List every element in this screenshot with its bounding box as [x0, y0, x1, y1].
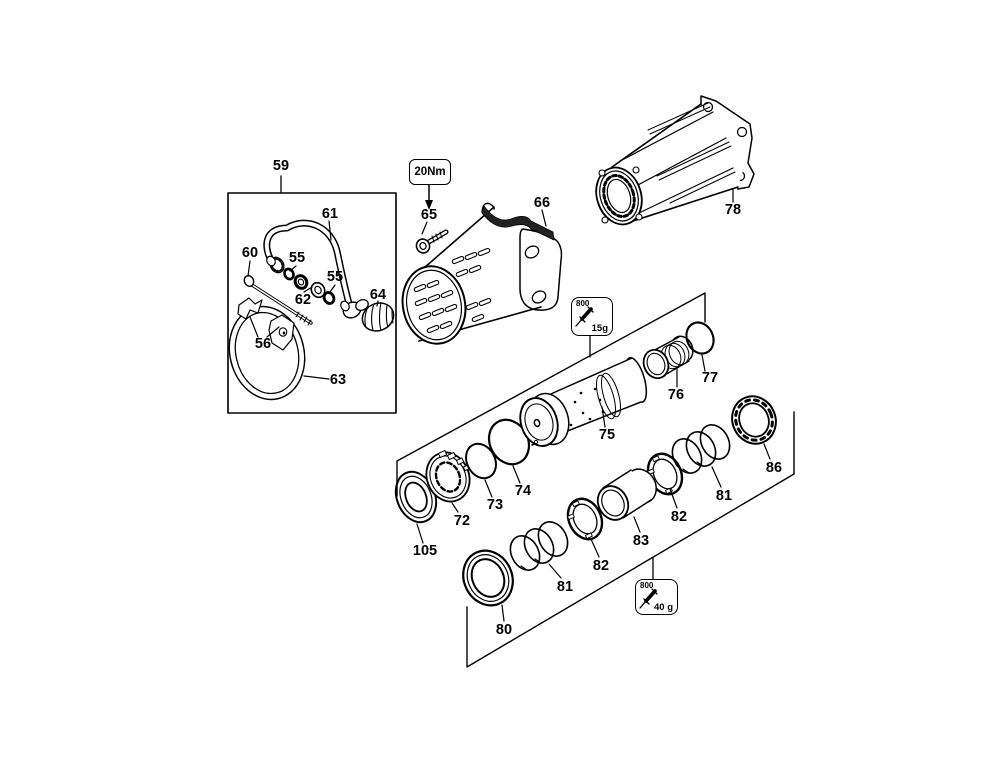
part-callout-64: 64 — [369, 287, 387, 303]
leader-83 — [633, 516, 641, 533]
washer-stack-drawing — [283, 265, 336, 305]
leader-72 — [451, 502, 459, 513]
leader-81-left — [548, 563, 562, 579]
part-callout-82l: 82 — [592, 558, 610, 574]
leader-74 — [512, 465, 521, 484]
part-callout-55b: 55 — [326, 269, 344, 285]
handle-bow-drawing — [263, 219, 362, 319]
leader-55b — [329, 284, 336, 293]
handle-knob-drawing — [355, 298, 395, 332]
handle-assembly-box — [227, 175, 397, 414]
leader-86 — [763, 443, 771, 460]
handle-bolt-drawing — [243, 260, 313, 326]
part-callout-61: 61 — [321, 206, 339, 222]
part-callout-65: 65 — [420, 207, 438, 223]
cylinder-75-drawing — [519, 357, 648, 447]
part-callout-105: 105 — [412, 543, 438, 559]
leader-75 — [601, 406, 606, 428]
part-callout-74: 74 — [514, 483, 532, 499]
leader-81-right — [711, 466, 722, 488]
grease-amount: 15g — [591, 323, 608, 334]
leader-65 — [421, 221, 428, 235]
torque-screw-drawing — [415, 183, 449, 254]
part-callout-60: 60 — [241, 245, 259, 261]
part-callout-76: 76 — [667, 387, 685, 403]
part-callout-77: 77 — [701, 370, 719, 386]
grease-code: 800 — [640, 581, 654, 590]
motor-housing-drawing — [401, 202, 563, 345]
grease-amount: 40 g — [653, 602, 673, 613]
sleeve-83-drawing — [596, 468, 657, 533]
grease-tube-icon — [575, 306, 594, 327]
leader-56a — [249, 316, 259, 338]
arrow-down-icon — [425, 200, 433, 210]
part-callout-55a: 55 — [288, 250, 306, 266]
part-callout-62: 62 — [294, 292, 312, 308]
piston-rings-81-right-drawing — [671, 424, 731, 488]
leader-66 — [541, 209, 547, 227]
leader-64 — [376, 300, 379, 307]
leader-62 — [303, 286, 313, 293]
clamp-bracket-drawing — [237, 297, 295, 351]
leader-105 — [416, 523, 424, 544]
cylinder-holes — [569, 387, 605, 427]
part-callout-73: 73 — [486, 497, 504, 513]
grease-callout-box-40g: 800 40 g — [635, 579, 678, 615]
part-callout-66: 66 — [533, 195, 551, 211]
part-callout-80: 80 — [495, 622, 513, 638]
gear-housing-drawing — [595, 95, 755, 226]
piston-76-drawing — [642, 335, 694, 388]
leader-55a — [289, 265, 297, 272]
piston-rings-81-left-drawing — [509, 521, 569, 579]
vent-slots — [413, 247, 492, 334]
toothed-ring-86-drawing — [731, 395, 777, 460]
grease-callout-box-15g: 800 15g — [571, 297, 613, 336]
part-callout-81r: 81 — [715, 488, 733, 504]
leader-61 — [328, 220, 332, 241]
bearing-ring-72-drawing — [425, 449, 471, 513]
part-callout-78: 78 — [724, 202, 742, 218]
leader-80 — [501, 604, 505, 622]
o-ring-77-drawing — [685, 321, 715, 372]
leader-60 — [247, 260, 251, 277]
part-callout-82r: 82 — [670, 509, 688, 525]
torque-label: 20Nm — [414, 166, 446, 178]
leader-56b — [266, 326, 280, 338]
part-callout-72: 72 — [453, 513, 471, 529]
part-callout-59: 59 — [272, 158, 290, 174]
torque-callout-box: 20Nm — [409, 159, 451, 185]
clamp-band-drawing — [228, 305, 330, 401]
leader-77 — [701, 354, 706, 372]
leader-82-left — [590, 538, 600, 558]
assembly-axis-band — [396, 292, 795, 668]
part-callout-86: 86 — [765, 460, 783, 476]
leader-63 — [303, 375, 330, 380]
part-callout-83: 83 — [632, 533, 650, 549]
part-callout-81l: 81 — [556, 579, 574, 595]
grease-tube-icon — [639, 588, 658, 609]
slotted-ring-82-left-drawing — [566, 497, 604, 558]
grease-code: 800 — [576, 299, 590, 308]
slotted-ring-82-right-drawing — [646, 452, 684, 509]
seal-ring-80-drawing — [462, 549, 514, 622]
part-callout-75: 75 — [598, 427, 616, 443]
part-callout-63: 63 — [329, 372, 347, 388]
leader-82-right — [669, 488, 678, 509]
part-callout-56: 56 — [254, 336, 272, 352]
leader-73 — [484, 479, 493, 498]
